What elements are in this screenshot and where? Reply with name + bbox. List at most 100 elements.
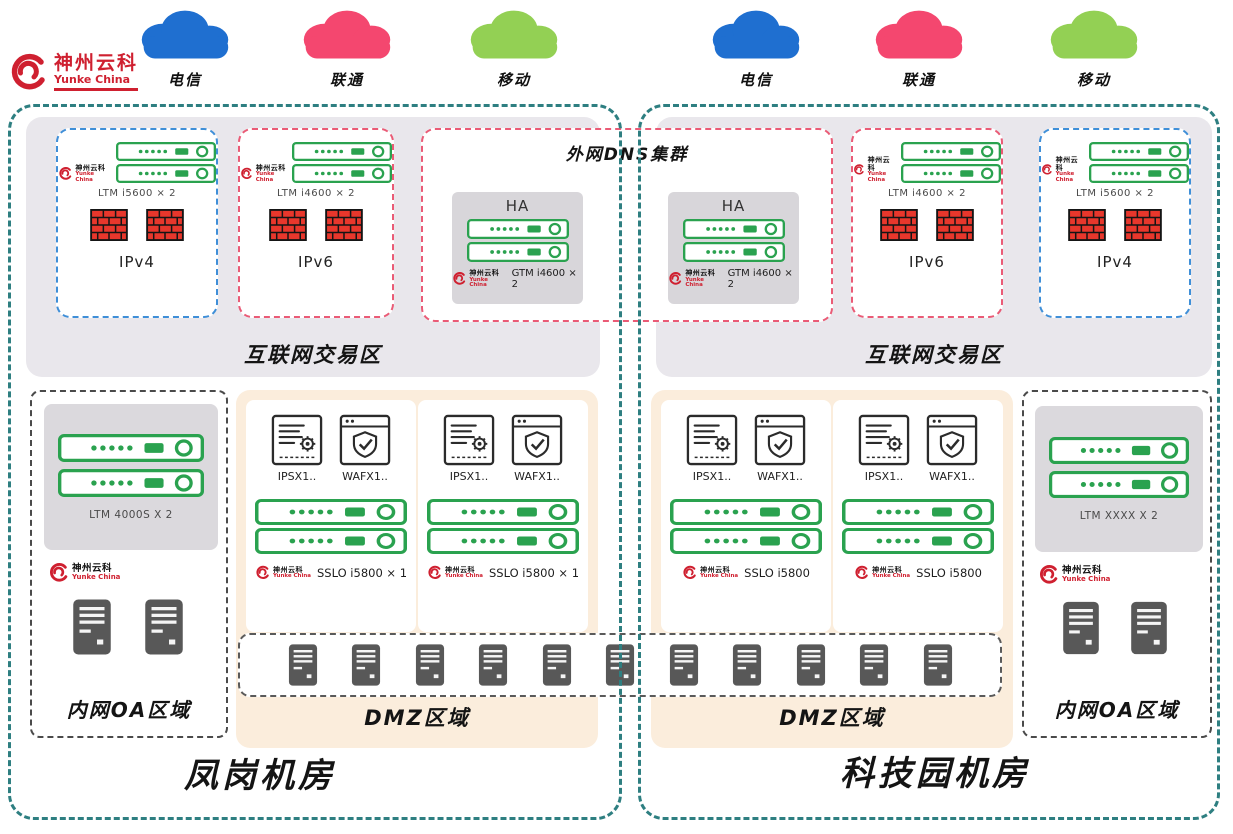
- isp-cloud-mobile-left: 移动: [455, 4, 573, 90]
- server-icon: [732, 643, 762, 687]
- ips-icon: [443, 414, 495, 466]
- logo-swirl-icon: [240, 166, 253, 181]
- device-label: LTM i5600 × 2: [98, 188, 176, 199]
- logo-en: Yunke China: [872, 572, 911, 579]
- appliance-stack: [670, 499, 822, 554]
- logo-en: Yunke China: [72, 573, 121, 582]
- appliance-stack: [116, 142, 216, 183]
- logo-cn: 神州云科: [685, 269, 716, 278]
- cloud-icon: [1035, 4, 1153, 66]
- isp-label: 电信: [738, 71, 773, 89]
- server-icon: [796, 643, 826, 687]
- internet-zone-title: 互联网交易区: [865, 343, 1003, 367]
- firewall-icon: [90, 209, 128, 241]
- server-icon: [1130, 598, 1168, 658]
- firewall-row: [880, 209, 974, 241]
- ltm-panel: LTM XXXX X 2: [1035, 406, 1203, 552]
- logo-swirl-icon: [452, 271, 466, 286]
- firewall-icon: [936, 209, 974, 241]
- brand-name-en: Yunke China: [54, 73, 131, 87]
- logo-swirl-icon: [427, 565, 442, 580]
- brand-swirl-icon: [8, 52, 48, 92]
- oa-zone-title: 内网OA区域: [66, 698, 192, 722]
- logo-cn: 神州云科: [255, 163, 286, 172]
- logo-cn: 神州云科: [872, 565, 903, 574]
- firewall-icon: [146, 209, 184, 241]
- appliance-icon: [292, 164, 392, 183]
- ips-label: IPSX1..: [277, 470, 317, 483]
- appliance-icon: [58, 433, 204, 462]
- cloud-icon: [126, 4, 244, 66]
- internet-zone-title: 互联网交易区: [244, 343, 382, 367]
- logo-swirl-icon: [48, 562, 69, 583]
- logo-swirl-icon: [854, 565, 869, 580]
- server-icon: [669, 643, 699, 687]
- isp-label: 联通: [329, 71, 364, 89]
- logo-en: Yunke China: [867, 171, 887, 183]
- waf-icon: [511, 414, 563, 466]
- ips-tile: IPSX1..: [686, 414, 738, 483]
- appliance-icon: [466, 242, 569, 262]
- appliance-icon: [1049, 470, 1189, 498]
- device-label: SSLO i5800: [916, 565, 982, 580]
- dmz-title: DMZ区域: [779, 706, 885, 730]
- isp-cloud-mobile-right: 移动: [1035, 4, 1153, 90]
- ips-label: IPSX1..: [864, 470, 904, 483]
- waf-tile: WAFX1..: [339, 414, 391, 483]
- isp-cloud-telecom-right: 电信: [697, 4, 815, 90]
- appliance-icon: [255, 499, 407, 525]
- logo-cn: 神州云科: [272, 565, 303, 574]
- waf-icon: [339, 414, 391, 466]
- logo-cn: 神州云科: [1062, 564, 1103, 576]
- logo-swirl-icon: [853, 162, 865, 177]
- firewall-icon: [1124, 209, 1162, 241]
- appliance-stack: [901, 142, 1001, 183]
- server-icon: [351, 643, 381, 687]
- ips-tile: IPSX1..: [271, 414, 323, 483]
- logo-en: Yunke China: [700, 572, 739, 579]
- brand-name: 神州云科: [54, 51, 139, 74]
- appliance-icon: [842, 499, 994, 525]
- device-label: GTM i4600 × 2: [727, 268, 793, 290]
- waf-tile: WAFX1..: [754, 414, 806, 483]
- ip-version-label: IPv4: [1097, 253, 1133, 271]
- appliance-icon: [58, 468, 204, 497]
- cloud-icon: [455, 4, 573, 66]
- isp-cloud-telecom-left: 电信: [126, 4, 244, 90]
- waf-icon: [754, 414, 806, 466]
- security-tiles: IPSX1.. WAFX1..: [858, 414, 978, 483]
- server-icon: [859, 643, 889, 687]
- waf-label: WAFX1..: [757, 470, 803, 483]
- device-label: LTM i4600 × 2: [277, 188, 355, 199]
- server-icon: [605, 643, 635, 687]
- appliance-icon: [255, 528, 407, 554]
- waf-tile: WAFX1..: [511, 414, 563, 483]
- firewall-icon: [325, 209, 363, 241]
- ips-label: IPSX1..: [692, 470, 732, 483]
- dmz-title: DMZ区域: [364, 706, 470, 730]
- appliance-stack: [466, 219, 569, 262]
- cloud-icon: [697, 4, 815, 66]
- logo-swirl-icon: [668, 271, 682, 286]
- waf-icon: [926, 414, 978, 466]
- firewall-icon: [1068, 209, 1106, 241]
- brand-logo: 神州云科 Yunke China: [8, 51, 139, 92]
- firewall-icon: [880, 209, 918, 241]
- appliance-stack: [58, 433, 204, 497]
